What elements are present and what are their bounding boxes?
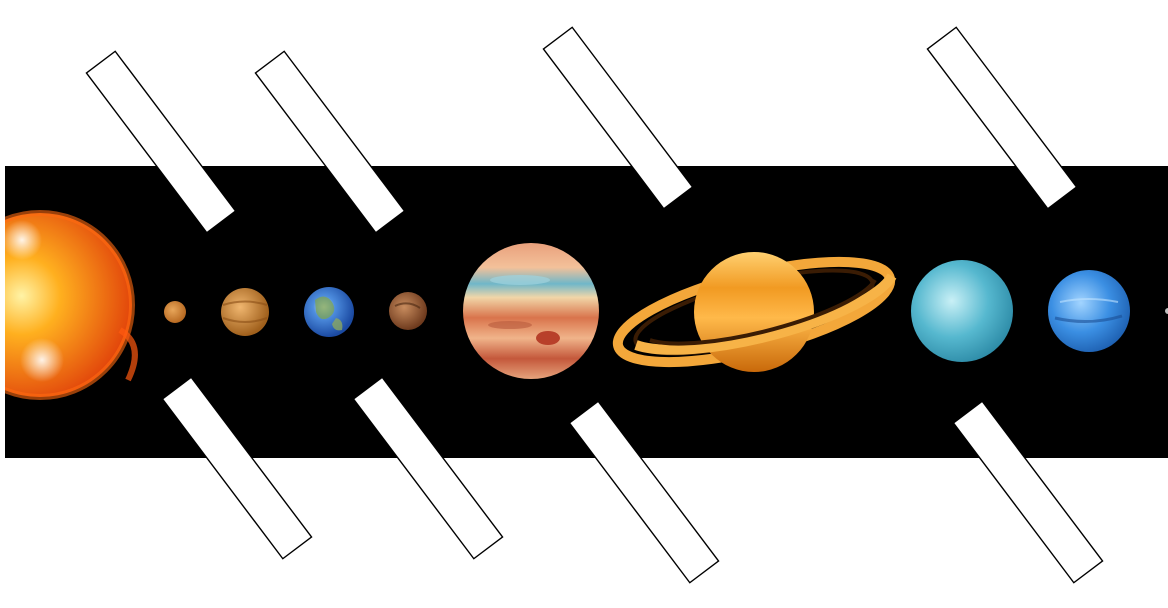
mars [389, 292, 427, 330]
neptune [1048, 270, 1130, 352]
venus [221, 288, 269, 336]
earth [304, 287, 354, 337]
jupiter [463, 243, 599, 379]
uranus [911, 260, 1013, 362]
mercury [164, 301, 186, 323]
